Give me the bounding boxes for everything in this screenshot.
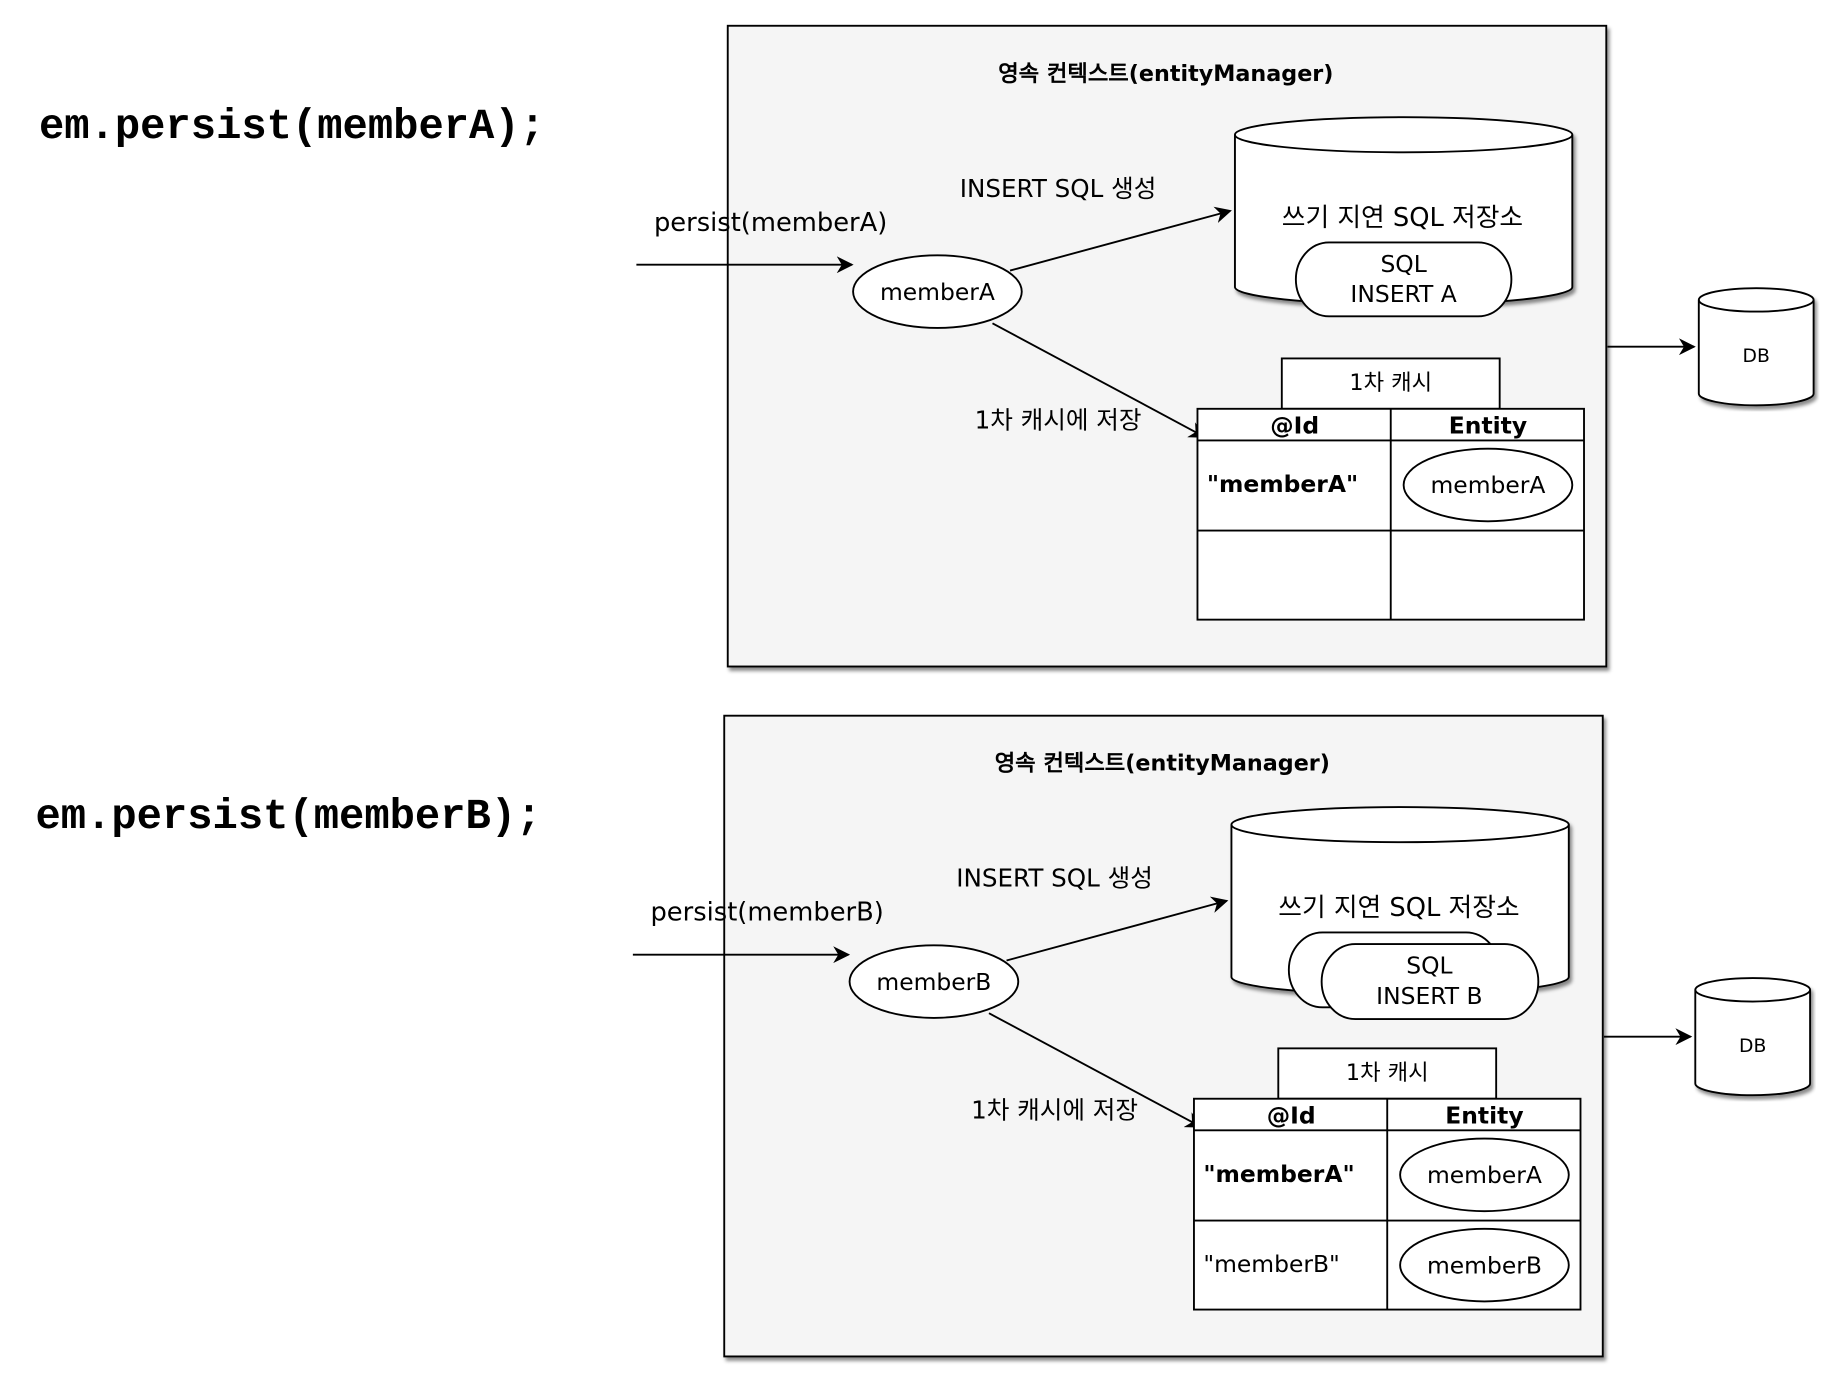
column-header-entity: Entity — [1449, 411, 1527, 439]
cached-entity-label: memberA — [1427, 1161, 1542, 1189]
sql-pill — [1320, 943, 1540, 1021]
sql-line2: INSERT B — [1376, 982, 1482, 1010]
insert-sql-label: INSERT SQL 생성 — [960, 174, 1157, 203]
persist-label: persist(memberA) — [654, 208, 887, 238]
entity-ellipse — [848, 944, 1020, 1019]
cache-arrow — [992, 322, 1206, 438]
db-cylinder-top — [1697, 299, 1815, 313]
cache-title-box — [1280, 357, 1501, 410]
insert-arrow — [1006, 896, 1229, 962]
entity-label: memberA — [880, 278, 995, 306]
insert-arrow — [1009, 206, 1232, 272]
cached-entity-ellipse — [1402, 447, 1574, 523]
cache-row-id: "memberA" — [1203, 1160, 1354, 1188]
column-header-id: @Id — [1267, 1101, 1316, 1129]
cached-entity-ellipse — [1399, 1227, 1570, 1303]
code-statement: em.persist(memberA); — [39, 103, 545, 151]
db-cylinder — [1697, 287, 1815, 407]
write-behind-store-cylinder-top — [1230, 824, 1570, 844]
column-header-entity: Entity — [1445, 1101, 1523, 1129]
db-cylinder-top — [1694, 989, 1812, 1003]
cached-entity-label: memberB — [1427, 1251, 1542, 1279]
cache-title-box — [1277, 1047, 1498, 1100]
cache-title: 1차 캐시 — [1349, 370, 1432, 396]
db-cylinder — [1694, 977, 1812, 1097]
panel-2: em.persist(memberB); 영속 컨텍스트(entityManage… — [35, 714, 1812, 1358]
write-behind-store-cylinder-top — [1234, 134, 1574, 154]
entity-label: memberB — [876, 968, 991, 996]
cache-title: 1차 캐시 — [1346, 1060, 1429, 1086]
sql-pill — [1294, 241, 1513, 318]
panel-1: em.persist(memberA); 영속 컨텍스트(entityManage… — [39, 24, 1815, 668]
entity-ellipse — [852, 254, 1023, 329]
sql-line2: INSERT A — [1350, 280, 1456, 308]
cache-store-label: 1차 캐시에 저장 — [975, 406, 1142, 435]
column-header-id: @Id — [1270, 411, 1319, 439]
cache-store-label: 1차 캐시에 저장 — [971, 1096, 1138, 1125]
code-statement: em.persist(memberB); — [35, 793, 541, 841]
cache-row-id: "memberB" — [1203, 1250, 1339, 1278]
cached-entity-ellipse — [1399, 1137, 1570, 1213]
cache-arrow — [988, 1012, 1203, 1128]
db-label: DB — [1739, 1036, 1766, 1057]
context-title: 영속 컨텍스트(entityManager) — [995, 751, 1330, 777]
sql-line1: SQL — [1406, 951, 1452, 979]
context-title: 영속 컨텍스트(entityManager) — [998, 61, 1333, 87]
write-behind-store-label: 쓰기 지연 SQL 저장소 — [1282, 203, 1523, 233]
insert-sql-label: INSERT SQL 생성 — [956, 864, 1153, 893]
write-behind-store-label: 쓰기 지연 SQL 저장소 — [1278, 893, 1519, 923]
cached-entity-label: memberA — [1431, 471, 1546, 499]
sql-line1: SQL — [1380, 250, 1426, 278]
persist-label: persist(memberB) — [650, 898, 883, 928]
cache-row-id: "memberA" — [1207, 470, 1358, 498]
db-label: DB — [1743, 346, 1770, 367]
